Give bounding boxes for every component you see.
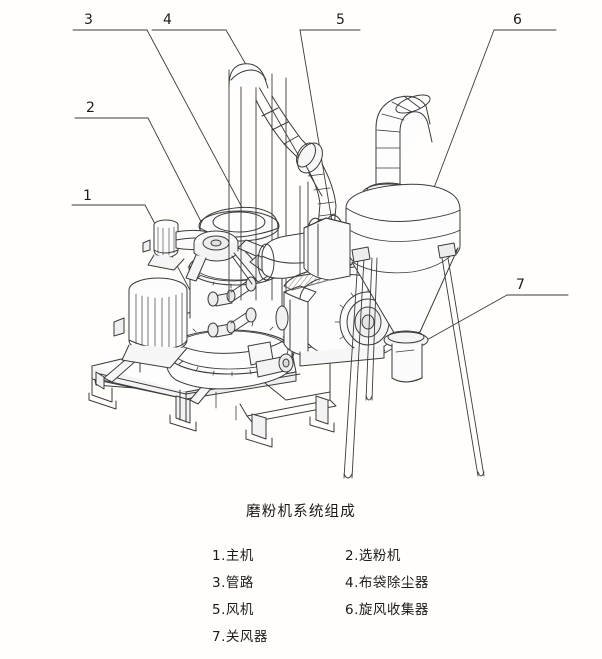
support-posts bbox=[299, 181, 309, 277]
callout-2: 2 bbox=[86, 100, 95, 116]
legend-column-left: 1.主机 3.管路 5.风机 7.关风器 bbox=[212, 543, 268, 651]
misc-details bbox=[215, 391, 237, 421]
callout-6: 6 bbox=[513, 12, 522, 28]
legend-item: 1.主机 bbox=[212, 548, 254, 564]
bag-dust-collector bbox=[228, 63, 337, 301]
legend-item: 4.布袋除尘器 bbox=[345, 575, 429, 591]
callout-4: 4 bbox=[163, 12, 172, 28]
legend-item: 5.风机 bbox=[212, 602, 254, 618]
legend-item: 7.关风器 bbox=[212, 629, 268, 645]
callout-3: 3 bbox=[84, 12, 93, 28]
legend-item: 2.选粉机 bbox=[345, 548, 401, 564]
cyclone-collector bbox=[303, 94, 485, 479]
figure-caption: 磨粉机系统组成 bbox=[0, 500, 602, 521]
legend-item: 3.管路 bbox=[212, 575, 254, 591]
legend-column-right: 2.选粉机 4.布袋除尘器 6.旋风收集器 bbox=[345, 543, 429, 624]
mill-valves bbox=[207, 276, 257, 338]
callout-7: 7 bbox=[516, 277, 525, 293]
legend-item: 6.旋风收集器 bbox=[345, 602, 429, 618]
callout-1: 1 bbox=[83, 188, 92, 204]
figure-title: 磨粉机系统组成 bbox=[246, 504, 356, 520]
callout-5: 5 bbox=[336, 12, 345, 28]
mill-motor bbox=[113, 277, 188, 373]
